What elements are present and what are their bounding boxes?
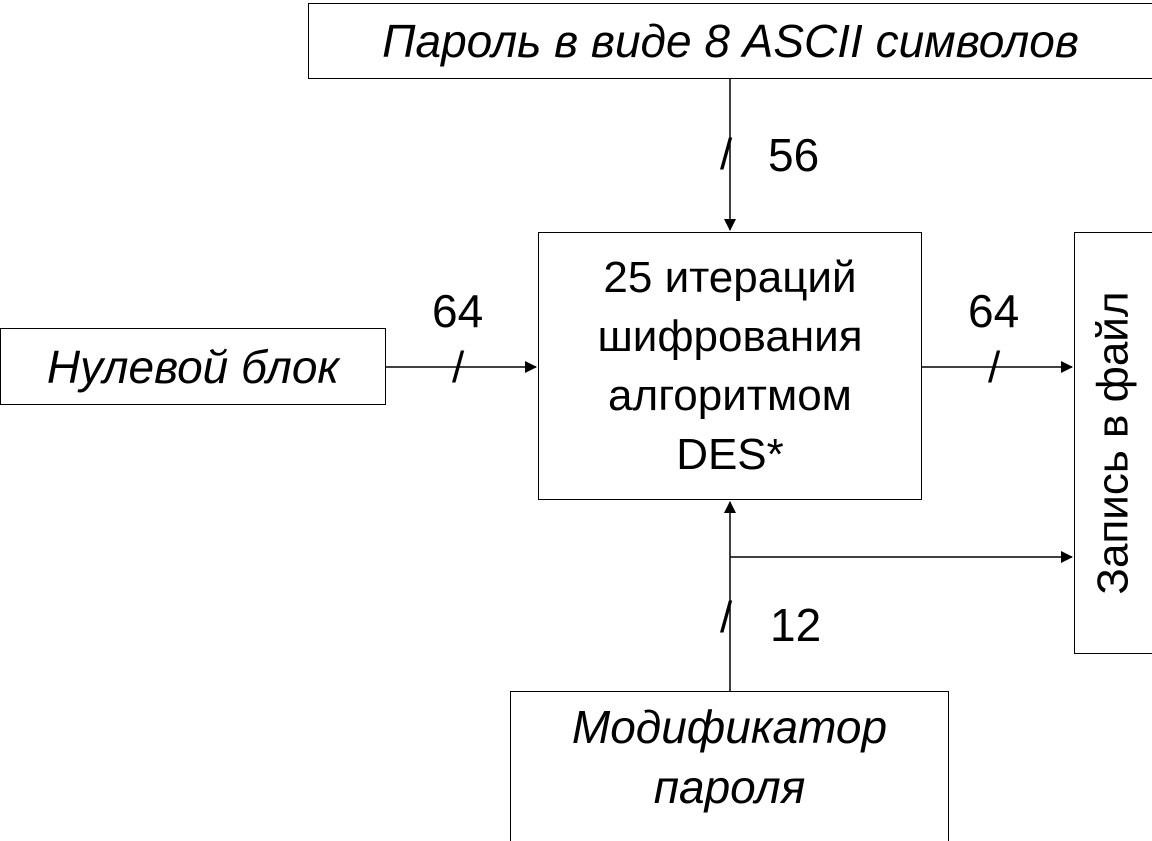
- modifier-label: Модификатор пароля: [572, 697, 887, 817]
- des-line-1: 25 итераций: [603, 253, 857, 302]
- password-bus-slash: /: [720, 130, 733, 179]
- des-line-2: шифрования: [597, 312, 863, 361]
- des-line-4: DES*: [676, 430, 784, 479]
- des-label: 25 итераций шифрования алгоритмом DES*: [597, 248, 862, 484]
- zero-block-box: Нулевой блок: [0, 328, 386, 405]
- modifier-box: Модификатор пароля: [510, 691, 949, 841]
- zero-block-label: Нулевой блок: [46, 340, 340, 393]
- output-bus-bits: 64: [968, 285, 1020, 337]
- output-bus-slash: /: [988, 343, 1001, 392]
- modifier-bus-slash: /: [720, 593, 733, 642]
- modifier-line-2: пароля: [653, 760, 806, 813]
- file-box: Запись в файл: [1074, 232, 1152, 654]
- des-box: 25 итераций шифрования алгоритмом DES*: [538, 232, 922, 500]
- modifier-line-1: Модификатор: [571, 700, 888, 753]
- zero-bus-slash: /: [452, 343, 465, 392]
- password-label: Пароль в виде 8 ASCII символов: [382, 15, 1079, 67]
- file-label: Запись в файл: [1088, 291, 1138, 595]
- zero-bus-bits: 64: [432, 285, 484, 337]
- des-line-3: алгоритмом: [608, 371, 852, 420]
- modifier-bus-bits: 12: [770, 599, 822, 651]
- password-bus-bits: 56: [768, 129, 820, 181]
- password-box: Пароль в виде 8 ASCII символов: [308, 3, 1152, 79]
